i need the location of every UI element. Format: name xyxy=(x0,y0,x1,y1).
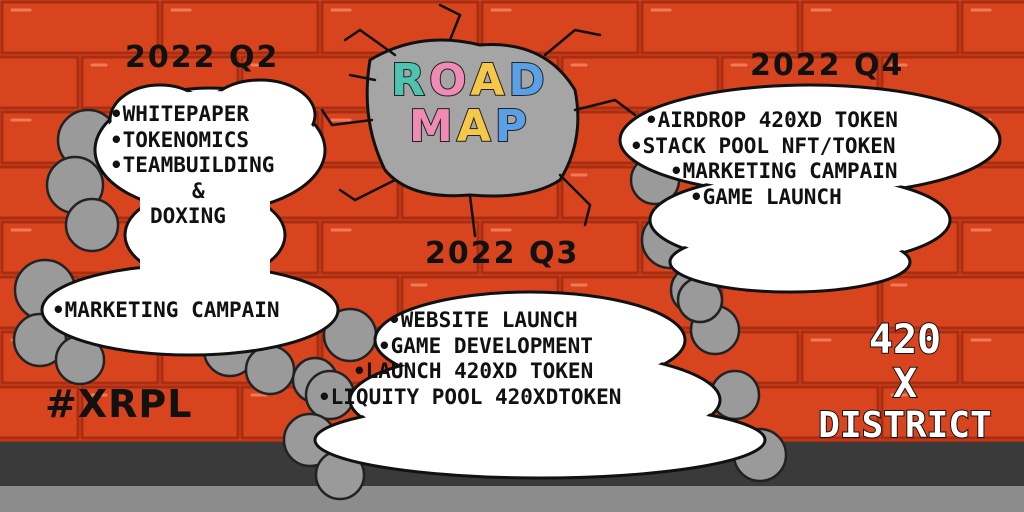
list-item: •GAME LAUNCH xyxy=(690,184,842,209)
list-item: •WHITEPAPER xyxy=(110,102,250,126)
phase-list-q2: •WHITEPAPER •TOKENOMICS •TEAMBUILDING & … xyxy=(110,102,274,230)
phase-heading-q2: 2022 Q2 xyxy=(125,40,280,75)
roadmap-letter: M xyxy=(408,101,457,153)
brand-line3: DISTRICT xyxy=(817,405,992,446)
list-item: •LIQUITY POOL 420XDTOKEN xyxy=(318,384,622,409)
list-item: •LAUNCH 420XD TOKEN xyxy=(353,359,594,384)
roadmap-letter: A xyxy=(456,101,495,153)
roadmap-title-line1: ROAD xyxy=(390,55,549,106)
roadmap-letter: A xyxy=(469,55,509,106)
phase-list-q2-last: •MARKETING CAMPAIN xyxy=(52,298,280,324)
list-item: •STACK POOL NFT/TOKEN xyxy=(630,133,896,158)
roadmap-letter: P xyxy=(494,101,532,153)
roadmap-line1: ROAD xyxy=(380,55,560,106)
phase-list-q3: •WEBSITE LAUNCH •GAME DEVELOPMENT •LAUNC… xyxy=(318,308,621,410)
list-item: •TEAMBUILDING xyxy=(110,153,275,178)
phase-heading-q4: 2022 Q4 xyxy=(750,48,905,83)
phase-list-q4: •AIRDROP 420XD TOKEN •STACK POOL NFT/TOK… xyxy=(630,108,898,210)
roadmap-letter: R xyxy=(390,55,429,106)
cloud-q3-fill xyxy=(318,295,762,475)
roadmap-letter: D xyxy=(507,55,549,106)
list-item: •MARKETING CAMPAIN xyxy=(670,159,898,184)
list-item: DOXING xyxy=(150,204,226,229)
list-item: •GAME DEVELOPMENT xyxy=(378,333,593,358)
list-item: & xyxy=(192,178,205,203)
list-item: •TOKENOMICS xyxy=(110,127,250,152)
brand-line1: 420 xyxy=(868,317,942,363)
brand-420-x-district: 420 X DISTRICT xyxy=(810,317,1000,446)
hashtag-xrpl: #XRPL xyxy=(45,382,193,426)
list-item: •AIRDROP 420XD TOKEN xyxy=(645,108,898,132)
roadmap-letter: O xyxy=(428,55,471,106)
cloud-q4-fill xyxy=(623,88,997,289)
roadmap-title-line2: MAP xyxy=(408,101,532,153)
list-item: •MARKETING CAMPAIN xyxy=(52,298,280,322)
cloud-q2-fill xyxy=(45,83,335,352)
brand-line2: X xyxy=(892,361,918,407)
list-item: •WEBSITE LAUNCH xyxy=(388,308,578,332)
phase-heading-q3: 2022 Q3 xyxy=(425,236,580,271)
roadmap-line2: MAP xyxy=(380,101,560,153)
roadmap-title: ROAD MAP xyxy=(380,55,560,153)
wall-crack xyxy=(320,3,637,238)
